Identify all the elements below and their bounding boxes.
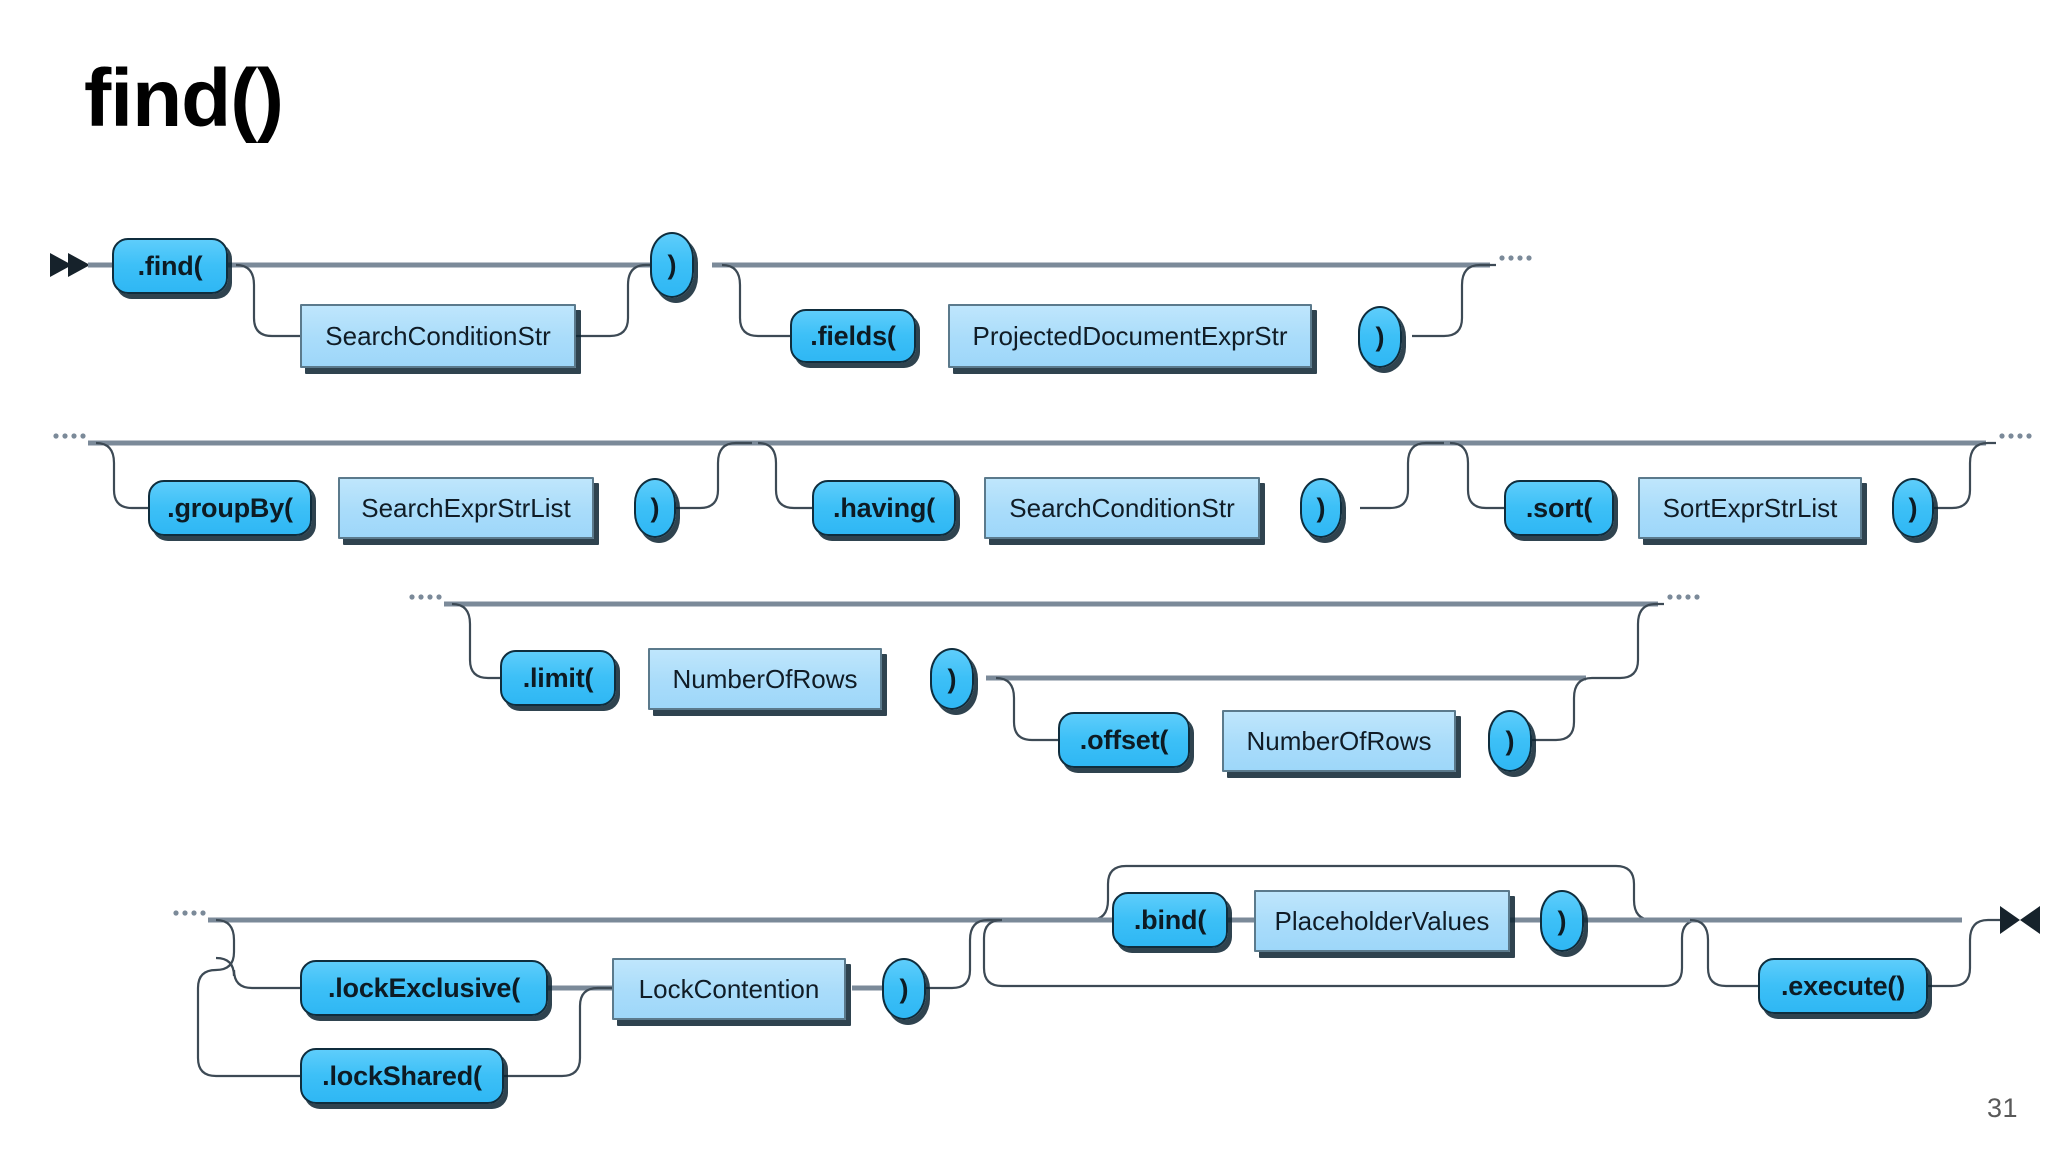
node-offset[interactable]: .offset(	[1058, 712, 1190, 768]
node-execute[interactable]: .execute()	[1758, 958, 1928, 1014]
node-close-paren-2[interactable]: )	[1358, 306, 1402, 368]
node-bind[interactable]: .bind(	[1112, 892, 1228, 948]
page-number: 31	[1986, 1093, 2018, 1123]
node-close-paren-5[interactable]: )	[1892, 478, 1934, 538]
node-close-paren-3[interactable]: )	[634, 478, 676, 538]
node-sort[interactable]: .sort(	[1504, 480, 1614, 536]
node-lock-exclusive[interactable]: .lockExclusive(	[300, 960, 548, 1016]
node-having[interactable]: .having(	[812, 480, 956, 536]
node-close-paren-8[interactable]: )	[1540, 890, 1584, 952]
node-search-expr-str-list[interactable]: SearchExprStrList	[338, 477, 594, 539]
node-close-paren-1[interactable]: )	[650, 232, 694, 298]
node-close-paren-7[interactable]: )	[1488, 710, 1532, 772]
node-lock-shared[interactable]: .lockShared(	[300, 1048, 504, 1104]
node-limit[interactable]: .limit(	[500, 650, 616, 706]
node-search-condition-str-1[interactable]: SearchConditionStr	[300, 304, 576, 368]
node-projected-document-expr-str[interactable]: ProjectedDocumentExprStr	[948, 304, 1312, 368]
node-find[interactable]: .find(	[112, 238, 228, 294]
node-fields[interactable]: .fields(	[790, 309, 916, 363]
page-title: find()	[84, 53, 284, 144]
node-number-of-rows-1[interactable]: NumberOfRows	[648, 648, 882, 710]
node-close-paren-9[interactable]: )	[882, 958, 926, 1020]
node-close-paren-4[interactable]: )	[1300, 478, 1342, 538]
node-sort-expr-str-list[interactable]: SortExprStrList	[1638, 477, 1862, 539]
node-placeholder-values[interactable]: PlaceholderValues	[1254, 890, 1510, 952]
node-number-of-rows-2[interactable]: NumberOfRows	[1222, 710, 1456, 772]
node-group-by[interactable]: .groupBy(	[148, 480, 312, 536]
node-lock-contention[interactable]: LockContention	[612, 958, 846, 1020]
node-search-condition-str-2[interactable]: SearchConditionStr	[984, 477, 1260, 539]
node-close-paren-6[interactable]: )	[930, 648, 974, 710]
